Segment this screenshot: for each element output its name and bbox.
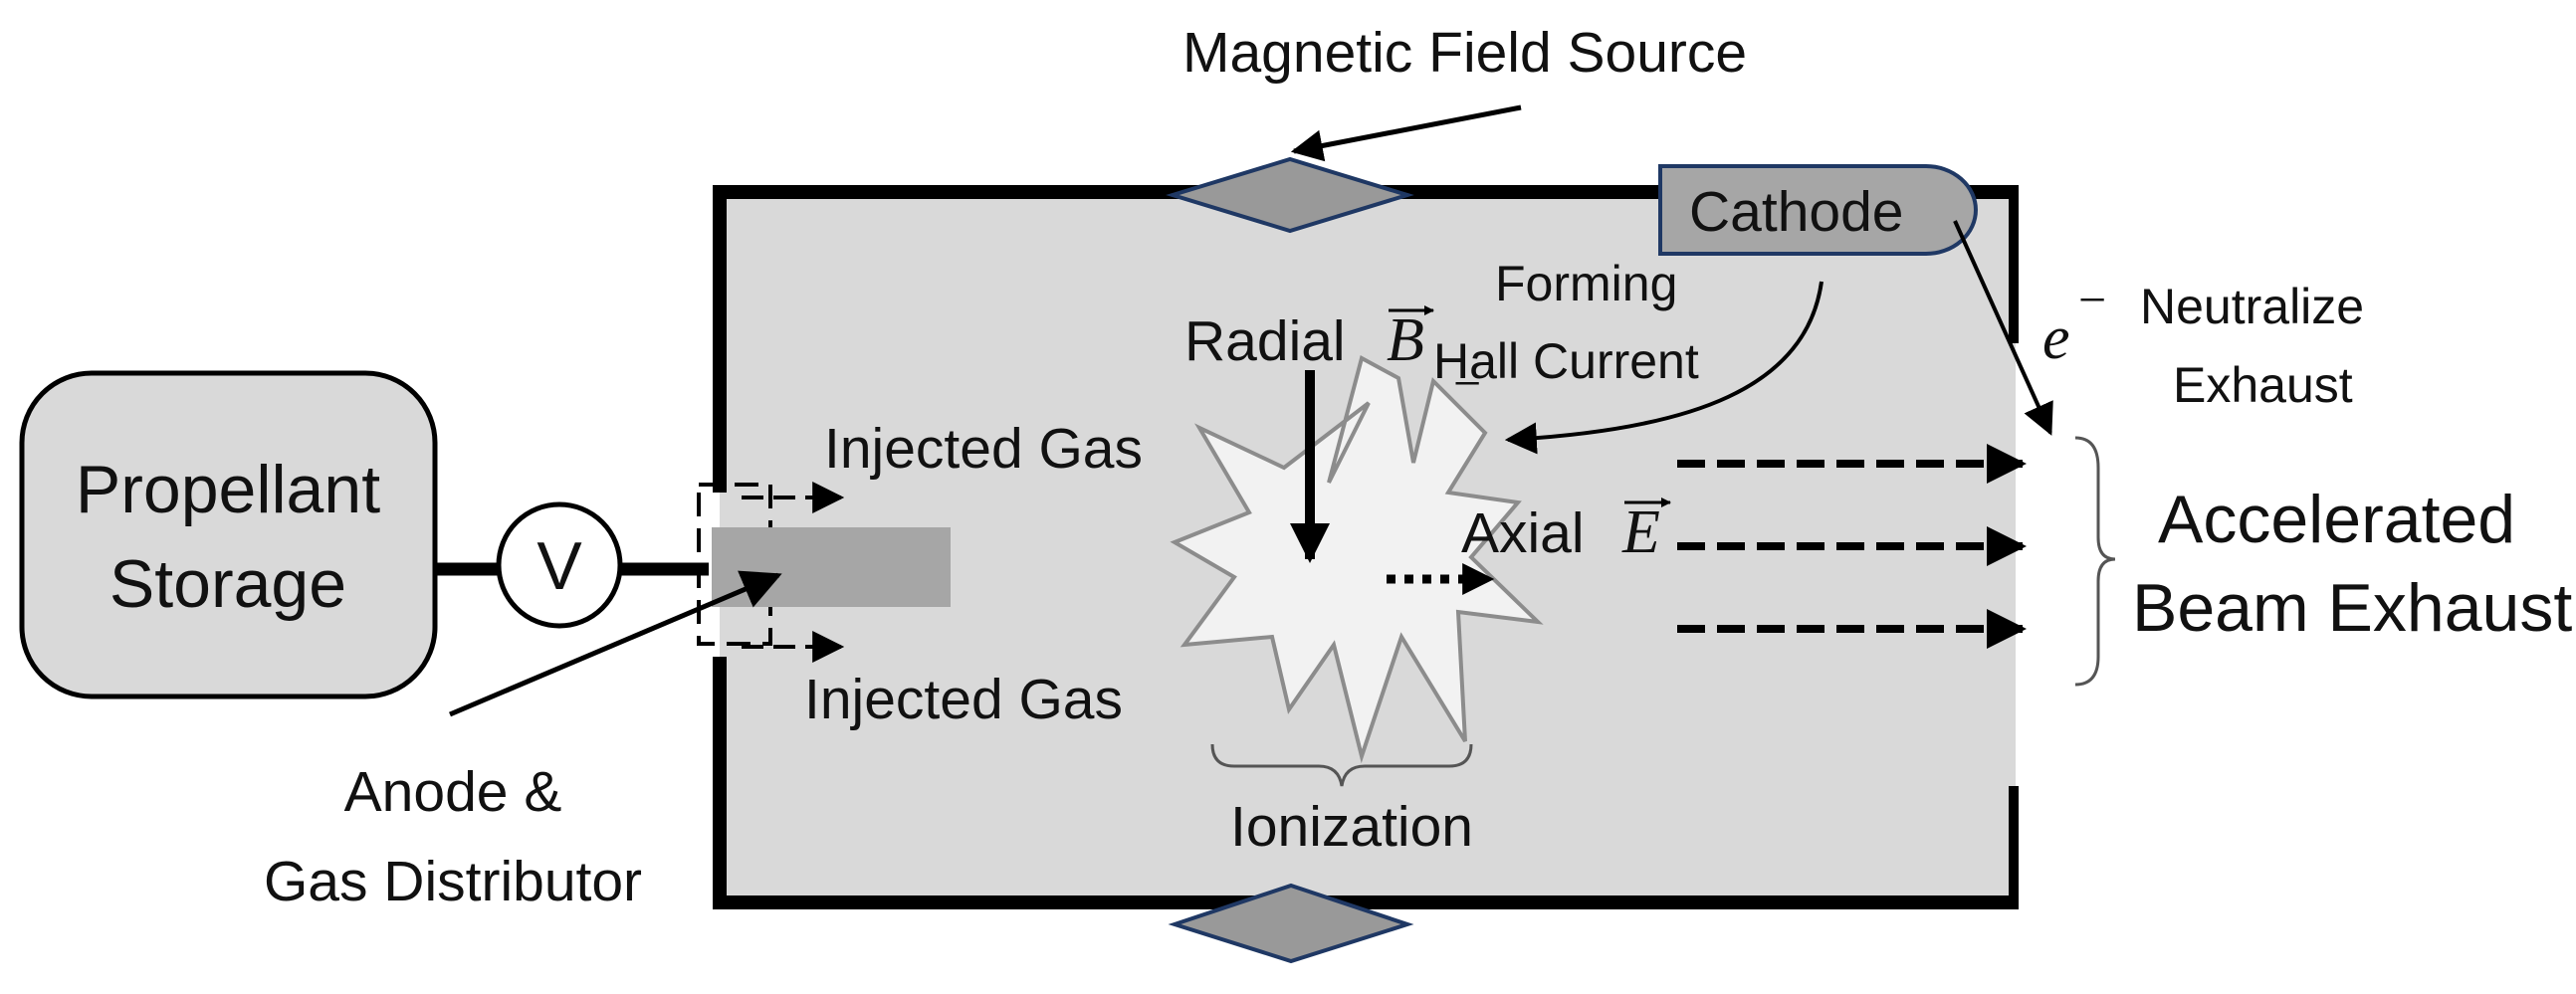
magnetic-field-source-label: Magnetic Field Source — [1182, 21, 1747, 85]
anode-label: Anode & — [344, 760, 562, 824]
cathode: Cathode — [1658, 164, 1978, 256]
beam-arrows — [1677, 444, 2027, 649]
cathode-body — [1658, 164, 1978, 256]
e-vector-letter: E — [1621, 498, 1660, 566]
neutralize-electron-arrow — [1953, 220, 2053, 436]
radial-label: Radial — [1184, 309, 1346, 373]
neutralize-label: Neutralize — [2140, 279, 2364, 334]
ionization-label: Ionization — [1230, 795, 1473, 859]
beam-brace — [2074, 436, 2116, 687]
axial-label: Axial — [1461, 501, 1585, 565]
neutralize-electron-e: e — [2042, 304, 2070, 372]
hall-current-label: Hall Current — [1433, 333, 1699, 389]
valve-label: V — [537, 528, 582, 604]
b-vector-letter: B — [1387, 306, 1424, 374]
neutralize-electron-sign: − — [2078, 272, 2106, 327]
magnetic-field-source-arrow — [1290, 104, 1522, 162]
storage-label: Storage — [109, 546, 346, 622]
e-vector-symbol: E — [1621, 497, 1671, 566]
neutralize-electron-symbol: e − — [2042, 272, 2106, 372]
beam-exhaust-label: Beam Exhaust — [2132, 570, 2572, 646]
forming-label: Forming — [1495, 256, 1677, 311]
propellant-storage: Propellant Storage — [19, 370, 438, 699]
anode-pointer-arrow — [449, 570, 782, 717]
magnet-top — [1166, 156, 1414, 234]
propellant-label: Propellant — [76, 452, 380, 527]
injected-gas-bottom-label: Injected Gas — [804, 668, 1123, 731]
ionization-burst — [1170, 355, 1544, 764]
b-vector-symbol: B — [1387, 305, 1434, 374]
accelerated-label: Accelerated — [2158, 482, 2515, 557]
anode-plate — [712, 527, 951, 607]
ionization-brace — [1210, 743, 1473, 787]
hall-current-arrow — [1504, 281, 1824, 455]
propellant-storage-box — [19, 370, 438, 699]
injected-gas-top-label: Injected Gas — [824, 417, 1143, 481]
hall-electron-sign: − — [1453, 355, 1481, 411]
cathode-label: Cathode — [1689, 180, 1904, 244]
magnet-bottom — [1168, 883, 1414, 964]
gas-distributor-label: Gas Distributor — [264, 850, 642, 913]
exhaust-label: Exhaust — [2173, 357, 2353, 413]
